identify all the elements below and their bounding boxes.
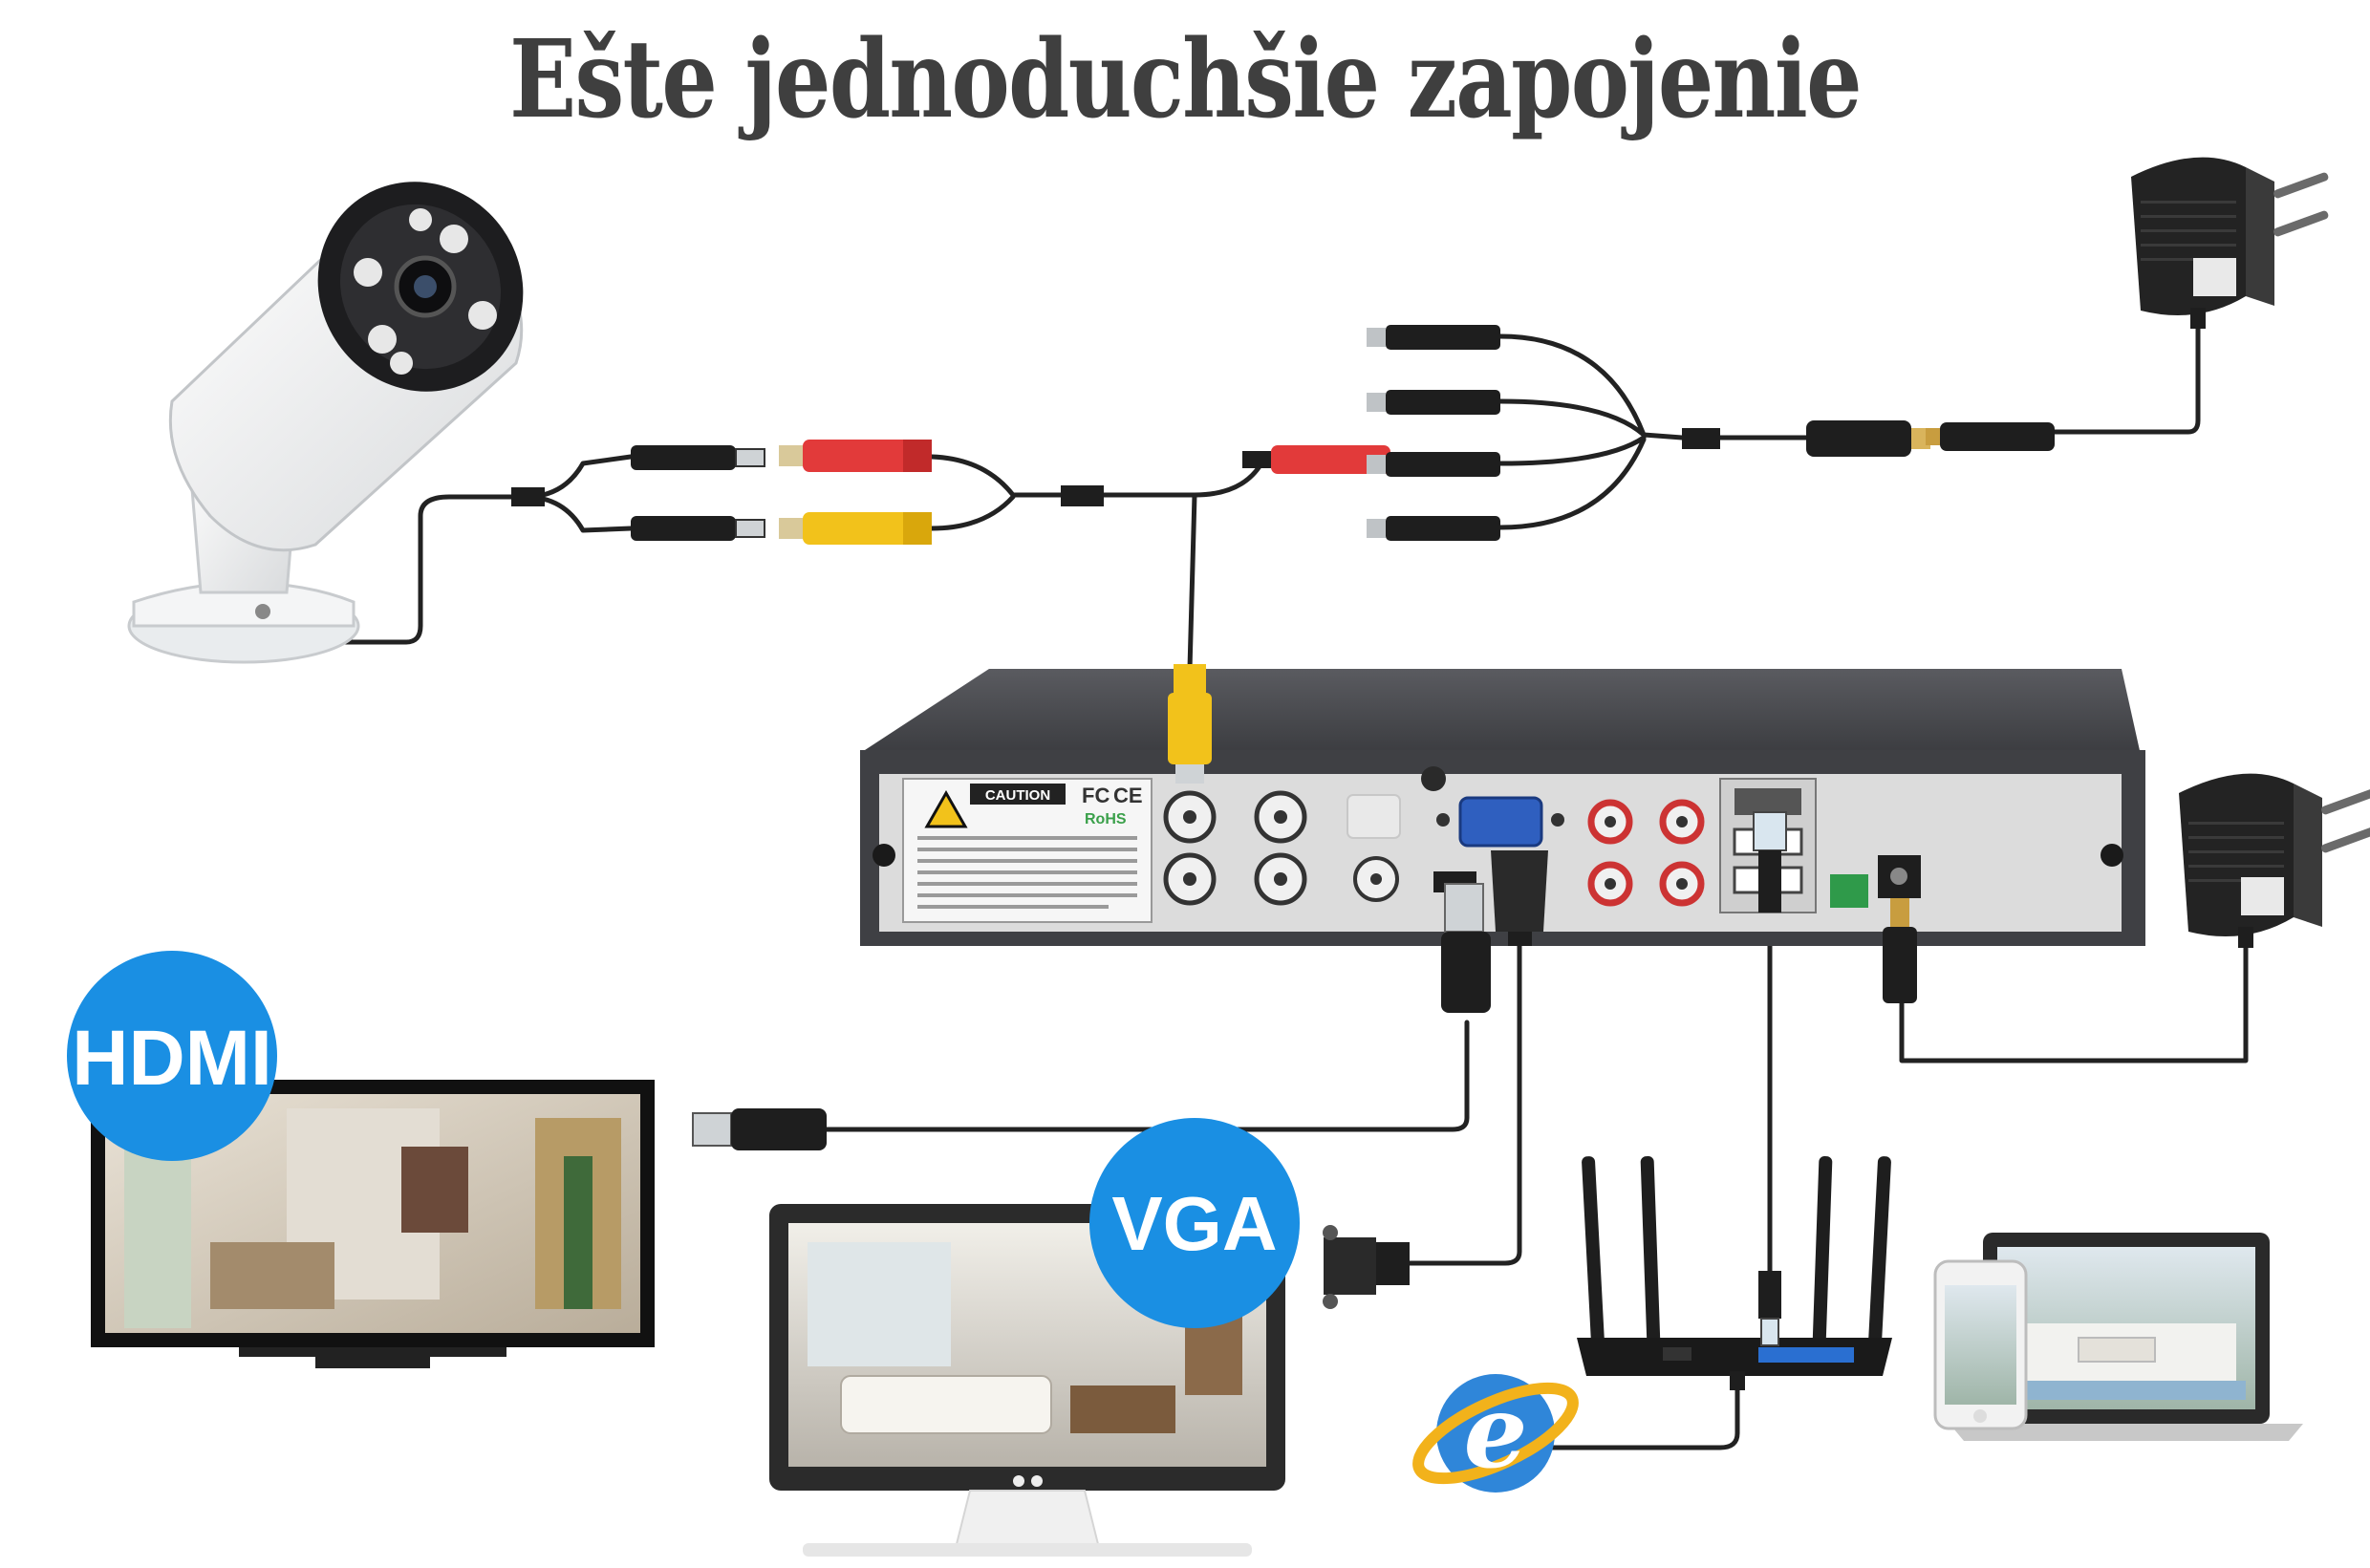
router-icon [1577,1156,1892,1390]
laptop-icon [1950,1233,2303,1441]
page-title: Ešte jednoduchšie zapojenie [509,17,1862,142]
vga-plug [1323,1225,1410,1309]
svg-text:e: e [1464,1372,1528,1491]
bnc-inputs [1163,790,1399,906]
hdmi-badge-text: HDMI [72,1015,272,1102]
attached-plugs [1168,664,1917,1013]
splitter-icon [1367,325,2055,541]
power-female-red-plug [1242,445,1390,474]
hdmi-plug [692,1108,827,1150]
video-black-plug [631,445,765,470]
caution-label: CAUTION [985,787,1050,804]
rohs-mark: RoHS [1085,811,1127,827]
rca-connectors [511,428,1720,545]
power-adapter-icon-dvr [2179,773,2370,948]
internet-explorer-icon: e [1412,1372,1579,1493]
vga-badge-text: VGA [1111,1181,1277,1266]
hdmi-badge: HDMI [67,951,277,1161]
ce-mark: CE [1113,784,1143,807]
audio-black-plug [631,516,765,541]
video-yellow-plug [779,512,932,545]
power-adapter-icon [2131,157,2329,329]
phone-icon [1933,1259,2028,1430]
power-red-plug [779,440,932,472]
camera-icon [127,182,524,664]
fcc-mark: FC [1082,784,1110,807]
vga-badge: VGA [1089,1118,1300,1328]
audio-jacks [1587,799,1705,907]
